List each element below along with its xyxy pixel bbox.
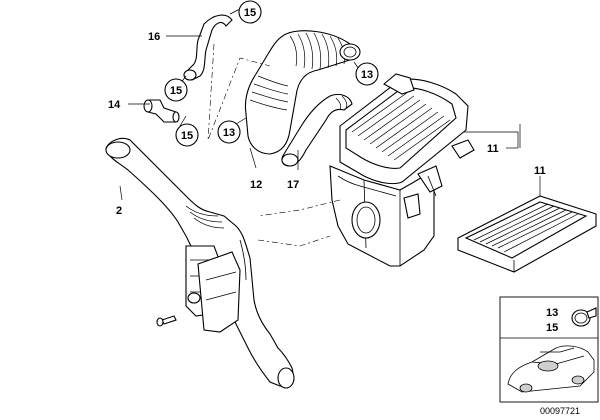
callout-15-left-b: 15 [175, 123, 199, 147]
inset-panel: 13 15 [499, 296, 599, 403]
leader-lines [119, 7, 541, 201]
callout-label: 13 [361, 69, 373, 81]
label-11-filter: 11 [534, 165, 546, 177]
callout-label: 13 [223, 127, 235, 139]
callout-label: 15 [181, 130, 193, 142]
hose-clamp-icon [571, 307, 597, 327]
label-17: 17 [287, 179, 299, 191]
vent-hose-16 [183, 14, 233, 81]
intake-duct-2 [105, 137, 295, 389]
label-14: 14 [108, 99, 121, 111]
air-filter-element [457, 195, 597, 273]
elbow-fitting-14 [143, 99, 180, 123]
label-16: 16 [148, 31, 160, 43]
label-2: 2 [116, 205, 122, 217]
callout-label: 15 [244, 7, 256, 19]
car-outline-icon [507, 345, 595, 393]
callout-13-left: 13 [217, 120, 241, 144]
screw [156, 315, 177, 327]
callout-label: 15 [170, 85, 182, 97]
inset-label-13: 13 [546, 307, 558, 319]
callout-15-top: 15 [238, 0, 262, 24]
callout-15-left-a: 15 [164, 78, 188, 102]
centre-lines [207, 43, 341, 247]
label-12: 12 [250, 179, 262, 191]
air-filter-housing [329, 73, 475, 267]
inset-label-15: 15 [546, 322, 558, 334]
label-11-housing: 11 [487, 143, 499, 155]
drawing-number: 00097721 [540, 406, 580, 416]
intake-boot-12 [244, 30, 361, 155]
callout-13-right: 13 [355, 62, 379, 86]
